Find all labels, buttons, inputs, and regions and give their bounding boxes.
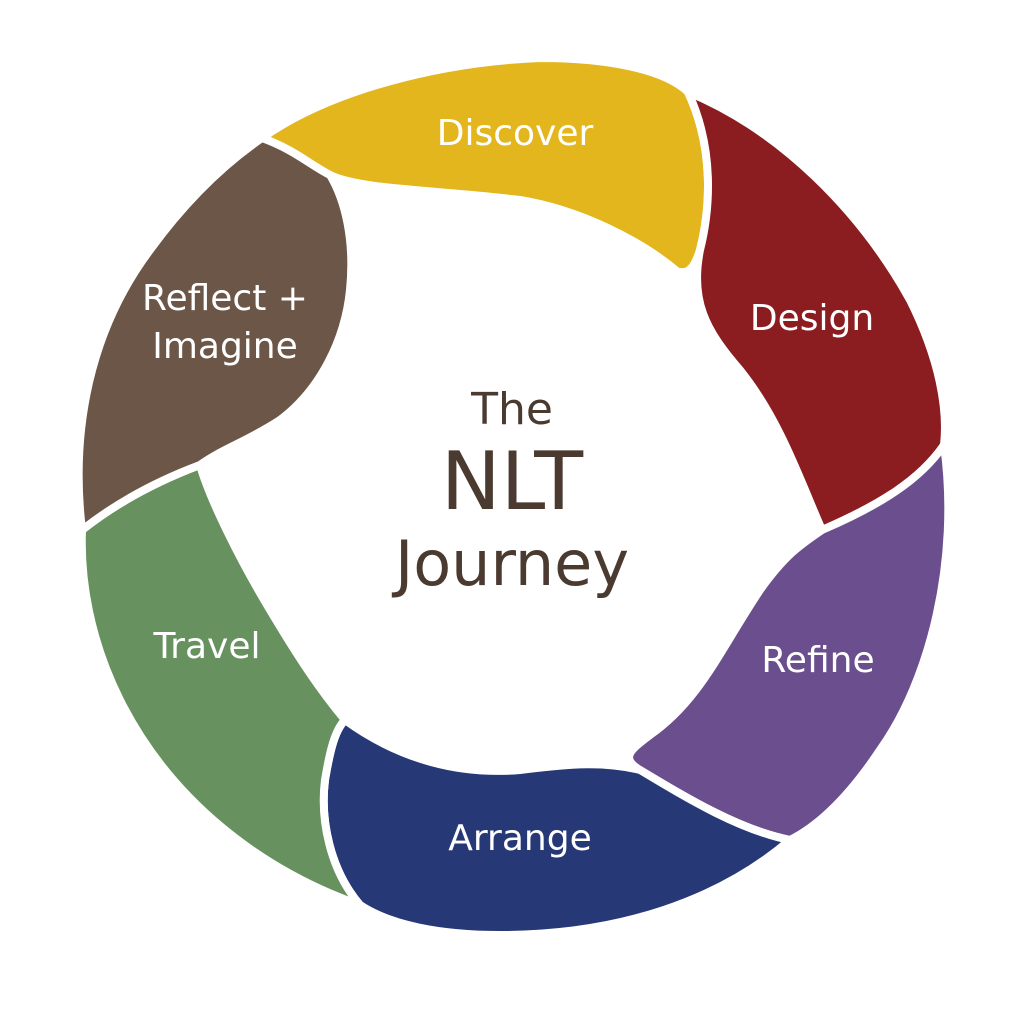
title-the: The — [470, 384, 553, 435]
segment-travel — [77, 461, 364, 909]
label-reflect-line2: Imagine — [152, 326, 298, 367]
label-refine: Refine — [761, 640, 874, 681]
label-arrange: Arrange — [448, 818, 591, 859]
label-design: Design — [750, 298, 874, 339]
title-journey: Journey — [391, 527, 629, 600]
label-travel: Travel — [152, 626, 260, 667]
label-reflect-line1: Reflect + — [142, 278, 308, 319]
label-discover: Discover — [437, 113, 594, 154]
title-nlt: NLT — [441, 435, 584, 528]
segment-reflect-imagine — [74, 134, 356, 534]
